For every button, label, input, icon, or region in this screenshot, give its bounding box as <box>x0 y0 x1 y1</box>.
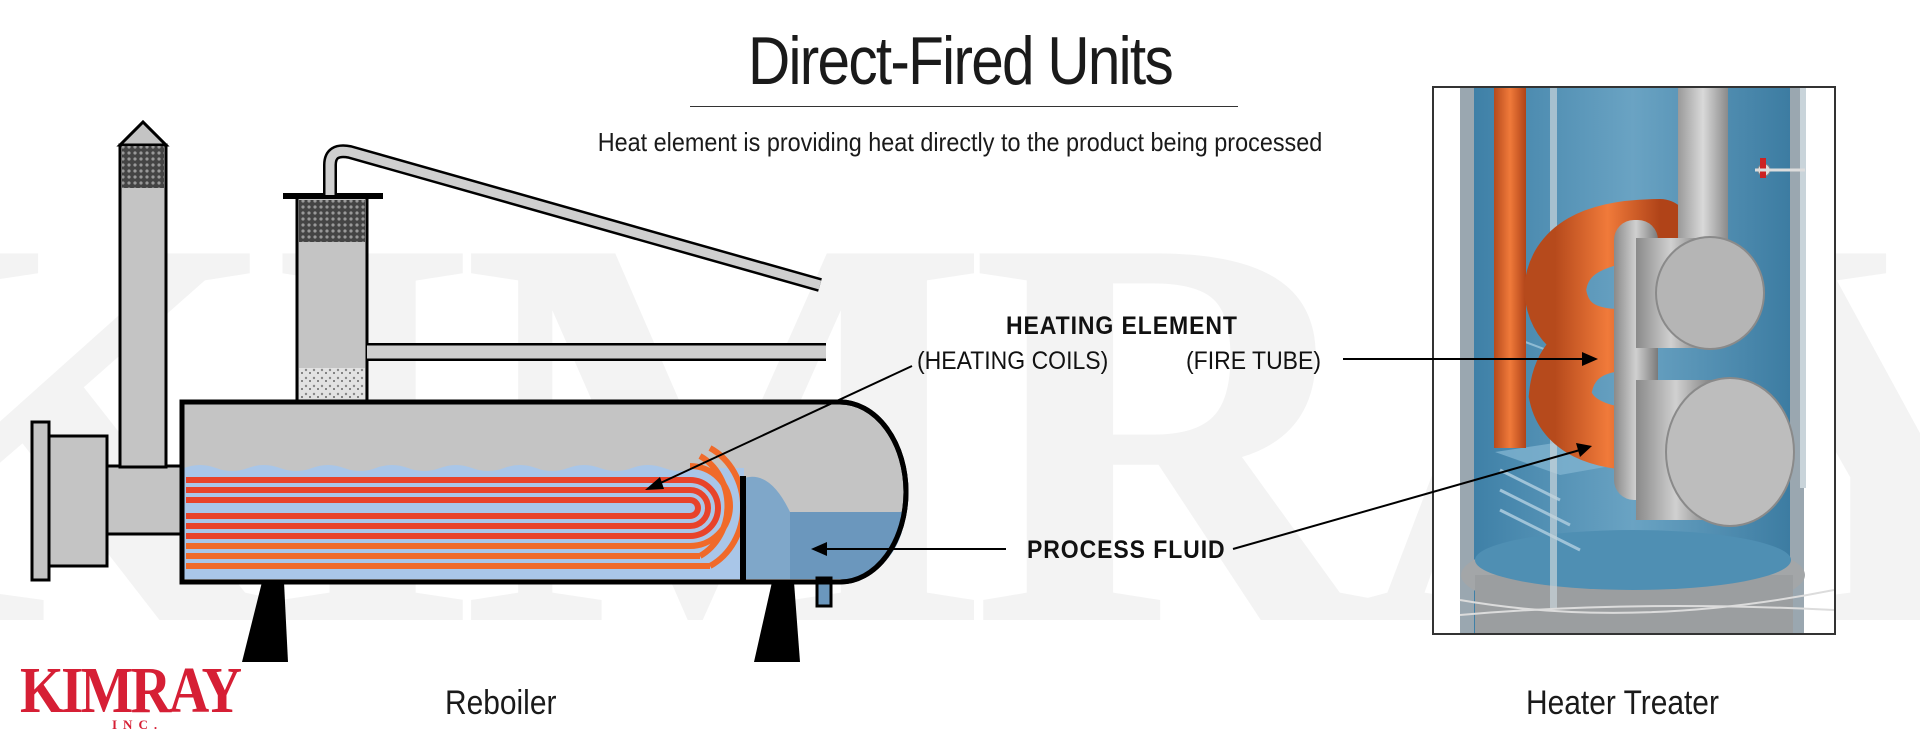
heating-coils-arrow <box>653 365 913 487</box>
still-column-cap <box>283 193 383 199</box>
page-subtitle: Heat element is providing heat directly … <box>597 127 1323 157</box>
heating-coils-label: (HEATING COILS) <box>917 347 1109 375</box>
stack-cap <box>116 119 170 147</box>
leader-lines <box>645 352 1598 556</box>
weir-plate <box>740 476 746 582</box>
outlet-nozzle <box>815 576 833 608</box>
saddle-left <box>242 582 288 662</box>
stack-mesh <box>122 146 164 188</box>
process-fluid-label: PROCESS FLUID <box>1027 536 1226 564</box>
title-underline <box>690 106 1238 107</box>
heating-coils <box>186 445 747 569</box>
page-title: Direct-Fired Units <box>748 23 1174 99</box>
flue-stack <box>118 143 168 469</box>
fire-tube-label: (FIRE TUBE) <box>1186 347 1322 375</box>
still-packing <box>299 368 365 404</box>
orange-pipe <box>1494 88 1526 448</box>
process-fluid-area <box>184 465 744 579</box>
burner-housing <box>47 434 109 568</box>
heater-treater-diagram <box>1432 86 1836 635</box>
burner-flange <box>30 420 51 582</box>
reboiler-diagram <box>30 119 909 662</box>
kimray-logo-sub: INC. <box>112 717 164 732</box>
heater-treater-caption: Heater Treater <box>1526 684 1719 722</box>
reboiler-caption: Reboiler <box>445 684 557 722</box>
heating-element-label: HEATING ELEMENT <box>1006 312 1238 340</box>
process-fluid-arrow-right <box>1232 449 1581 550</box>
saddle-right <box>754 582 800 662</box>
still-mesh <box>299 200 365 242</box>
kimray-logo: KIMRAY <box>20 654 242 727</box>
burner-pipe <box>105 464 184 536</box>
